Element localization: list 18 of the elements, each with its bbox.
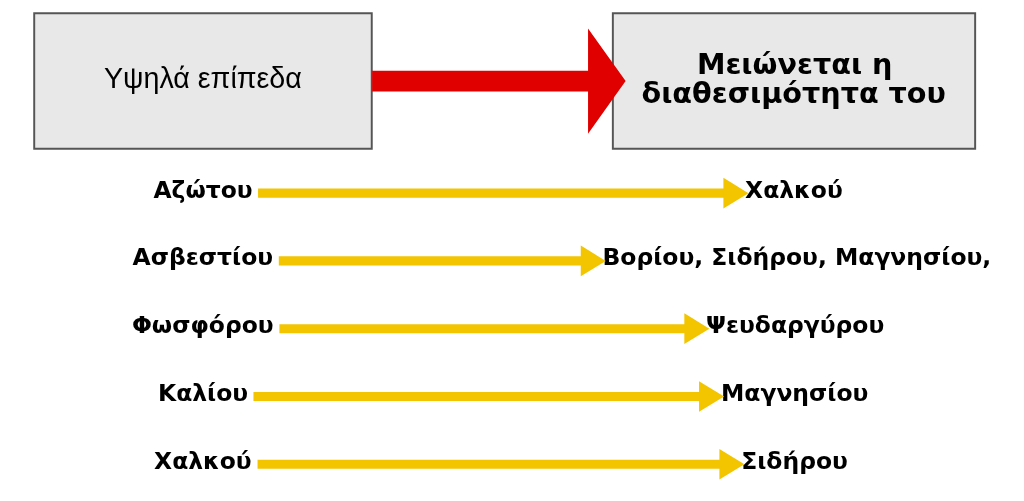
node-text: Χαλκού (744, 175, 843, 204)
arrow (252, 381, 724, 412)
arrow (278, 245, 606, 277)
arrow (257, 177, 748, 209)
node-text: Ασβεστίου (132, 243, 273, 272)
arrow (257, 448, 744, 480)
node-text: Φωσφόρου (131, 311, 274, 340)
node-text: Αζώτου (152, 175, 253, 204)
node-text: Χαλκού (153, 446, 252, 475)
node-text: Ψευδαργύρου (705, 311, 884, 340)
node-text: Καλίου (157, 378, 248, 407)
node-box: Μειώνεται η διαθεσιμότητα του (611, 12, 976, 150)
node-text: Βορίου, Σιδήρου, Μαγνησίου, (601, 243, 991, 272)
arrow (278, 313, 709, 344)
node-box: Υψηλά επίπεδα (32, 12, 373, 150)
node-text: Σιδήρου (740, 446, 848, 475)
arrow (371, 28, 626, 134)
node-text: Μαγνησίου (720, 378, 868, 407)
